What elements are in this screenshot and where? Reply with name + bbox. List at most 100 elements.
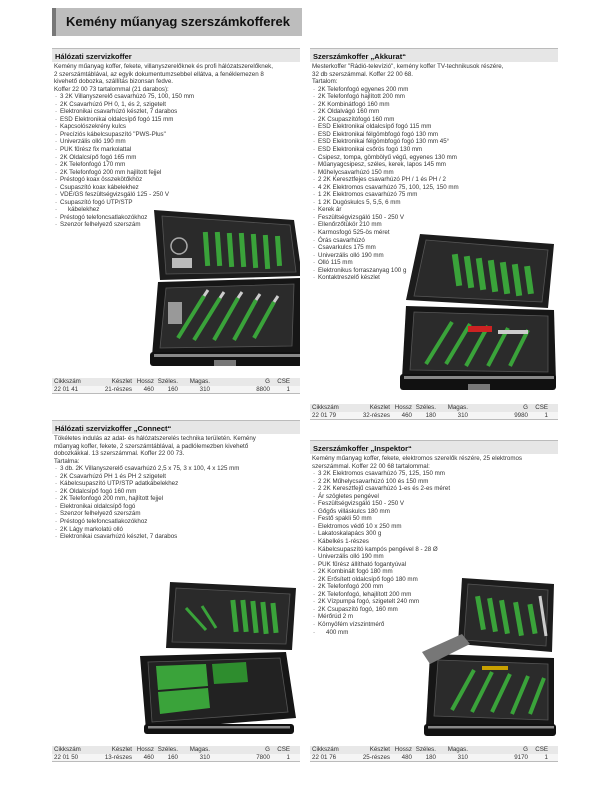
case-base bbox=[422, 634, 556, 736]
list-item: 2K Csavarhúzó PH 1 és PH 2 szigetelt bbox=[54, 473, 298, 481]
list-item: Kábelcsupaszító kampós pengével 8 - 28 Ø bbox=[312, 546, 556, 554]
tool-case-image bbox=[150, 210, 300, 366]
product-title: Szerszámkoffer „Akkurat“ bbox=[310, 48, 558, 62]
case-lid bbox=[166, 582, 296, 650]
list-item: 2K Vízpumpa fogó, szigetelt 240 mm bbox=[312, 598, 556, 606]
spec-magas: 310 bbox=[199, 386, 210, 393]
spec-header-magas: Magas. bbox=[189, 746, 210, 753]
spec-header-hossz: Hossz bbox=[136, 378, 154, 385]
tool-case-image bbox=[422, 578, 556, 736]
list-item: Préstogó telefoncsatlakozókhoz bbox=[54, 518, 298, 526]
spec-cikkszam: 22 01 41 bbox=[54, 386, 79, 393]
list-item: 2K Telefonfogó 170 mm bbox=[54, 161, 298, 169]
spec-header-keszlet: Készlet bbox=[111, 746, 132, 753]
list-item: Gőgős villáskulcs 180 mm bbox=[312, 508, 556, 516]
spec-header-cse: CSE bbox=[277, 746, 290, 753]
spec-header-g: G bbox=[523, 404, 528, 411]
intro-line: Kemény műanyag koffer, fekete, elektromo… bbox=[312, 455, 523, 462]
list-item: 2K Oldalvágó 160 mm bbox=[312, 108, 556, 116]
page-header: Kemény műanyag szerszámkofferek bbox=[52, 8, 302, 36]
list-item: PUK fűrész fix markolattal bbox=[54, 146, 298, 154]
case-tools-lid bbox=[451, 253, 534, 297]
list-item: Feszültségvizsgáló 150 - 250 V bbox=[312, 214, 556, 222]
intro-line: Tartalma: bbox=[54, 457, 80, 465]
spec-header-keszlet: Készlet bbox=[369, 404, 390, 411]
tool-case-image bbox=[140, 582, 296, 734]
case-tools-base bbox=[450, 666, 546, 715]
list-item: 2 2K Keresztfejes csavarhúzó PH / 1 és P… bbox=[312, 176, 556, 184]
product-description: Tökéletes indulás az adat- és hálózatsze… bbox=[52, 434, 300, 541]
list-item: Szenzor felhelyező szerszám bbox=[54, 510, 298, 518]
list-item: Univerzális olló 190 mm bbox=[312, 553, 556, 561]
spec-header-g: G bbox=[523, 746, 528, 753]
spec-table: Cikkszám Készlet Hossz Széles. Magas. G … bbox=[310, 746, 558, 762]
spec-value-row: 22 01 76 25-részes 480 180 310 9170 1 bbox=[310, 754, 558, 762]
spec-cse: 1 bbox=[544, 754, 548, 761]
product-description: Kemény műanyag koffer, fekete, villanysz… bbox=[52, 62, 300, 229]
spec-header-hossz: Hossz bbox=[394, 746, 412, 753]
spec-g: 7800 bbox=[256, 754, 270, 761]
product-intro: Tökéletes indulás az adat- és hálózatsze… bbox=[54, 435, 298, 465]
spec-table: Cikkszám Készlet Hossz Széles. Magas. G … bbox=[310, 404, 558, 420]
list-item: ESD Elektronikai félgömbfogó fogó 130 mm… bbox=[312, 138, 556, 146]
spec-header-row: Cikkszám Készlet Hossz Széles. Magas. G … bbox=[52, 378, 300, 386]
intro-line: Kemény műanyag koffer, fekete, villanysz… bbox=[54, 63, 273, 70]
spec-header-row: Cikkszám Készlet Hossz Széles. Magas. G … bbox=[310, 746, 558, 754]
product-description: Kemény műanyag koffer, fekete, elektromo… bbox=[310, 454, 558, 636]
spec-magas: 310 bbox=[457, 412, 468, 419]
list-item: Ellenőrzőtükör 210 mm bbox=[312, 221, 556, 229]
spec-header-cse: CSE bbox=[535, 746, 548, 753]
list-item: Csipesz, tompa, gömbölyű végű, egyenes 1… bbox=[312, 154, 556, 162]
spec-cikkszam: 22 01 76 bbox=[312, 754, 337, 761]
list-item: 2K Telefonfogó 200 mm, hajlított fejjel bbox=[54, 495, 298, 503]
spec-header-cikkszam: Cikkszám bbox=[54, 378, 81, 385]
spec-header-g: G bbox=[265, 746, 270, 753]
spec-table: Cikkszám Készlet Hossz Széles. Magas. G … bbox=[52, 378, 300, 394]
spec-szeles: 160 bbox=[167, 754, 178, 761]
spec-szeles: 180 bbox=[425, 754, 436, 761]
case-tools-lid bbox=[170, 231, 283, 270]
list-item: 2K Telefonfogó 200 mm bbox=[312, 583, 556, 591]
spec-keszlet: 32-részes bbox=[362, 412, 390, 419]
list-item: Kerek ár bbox=[312, 206, 556, 214]
spec-cse: 1 bbox=[544, 412, 548, 419]
list-item: Elektronikai csavarhúzó készlet, 7 darab… bbox=[54, 533, 298, 541]
list-item: Órás csavarhúzó bbox=[312, 237, 556, 245]
case-base bbox=[140, 652, 296, 734]
spec-g: 9980 bbox=[514, 412, 528, 419]
list-item: Precíziós kábelcsupaszító "PWS-Plus" bbox=[54, 131, 298, 139]
list-item: Csupaszító fogó UTP/STP bbox=[54, 199, 298, 207]
list-item: 1 2K Elektromos csavarhúzó 75 mm bbox=[312, 191, 556, 199]
spec-hossz: 460 bbox=[401, 412, 412, 419]
list-item: 2K Oldalcsípő fogó 160 mm bbox=[54, 488, 298, 496]
contents-list: 3 db. 2K Villanyszerelő csavarhúzó 2,5 x… bbox=[54, 465, 298, 540]
list-item: ESD Elektronikai csőrös fogó 130 mm bbox=[312, 146, 556, 154]
list-item: 2K Kombinált fogó 180 mm bbox=[312, 568, 556, 576]
spec-value-row: 22 01 79 32-részes 460 180 310 9980 1 bbox=[310, 412, 558, 420]
intro-line: kivehető dobozka, szállítás bizonsan fed… bbox=[54, 78, 174, 86]
list-item: Ár szögletes pengével bbox=[312, 493, 556, 501]
spec-header-row: Cikkszám Készlet Hossz Széles. Magas. G … bbox=[310, 404, 558, 412]
intro-line: Tökéletes indulás az adat- és hálózatsze… bbox=[54, 435, 256, 442]
product-intro: Kemény műanyag koffer, fekete, villanysz… bbox=[54, 63, 298, 93]
list-item: Műhelycsavarhúzó 150 mm bbox=[312, 169, 556, 177]
contents-list: 3 2K Elektromos csavarhúzó 75, 125, 150 … bbox=[312, 470, 556, 636]
list-item: Feszültségvizsgáló 150 - 250 V bbox=[312, 500, 556, 508]
spec-header-hossz: Hossz bbox=[136, 746, 154, 753]
list-item: Elektronikai csavarhúzó készlet, 7 darab… bbox=[54, 108, 298, 116]
list-item: 2K Telefonfogó egyenes 200 mm bbox=[312, 86, 556, 94]
list-item: Festő spakli 50 mm bbox=[312, 515, 556, 523]
list-item: Kábelkés 1-részes bbox=[312, 538, 556, 546]
list-item: ESD Elektronikai oldalcsípő fogó 115 mm bbox=[54, 116, 298, 124]
spec-header-hossz: Hossz bbox=[394, 404, 412, 411]
list-item: Elektromos védő 10 x 250 mm bbox=[312, 523, 556, 531]
intro-line: műanyag koffer, fekete, 2 szerszámtábláv… bbox=[54, 442, 249, 450]
list-item: 2K Kombinátfogó 160 mm bbox=[312, 101, 556, 109]
product-panel-inspektor: Szerszámkoffer „Inspektor“ Kemény műanya… bbox=[310, 440, 558, 768]
list-item: Kábelcsupaszító UTP/STP adatkábelekhez bbox=[54, 480, 298, 488]
spec-header-szeles: Széles. bbox=[157, 746, 178, 753]
spec-cse: 1 bbox=[286, 386, 290, 393]
spec-header-cse: CSE bbox=[535, 404, 548, 411]
list-item: Elektronikus forraszanyag 100 g bbox=[312, 267, 556, 275]
case-tools-lid bbox=[184, 599, 279, 635]
